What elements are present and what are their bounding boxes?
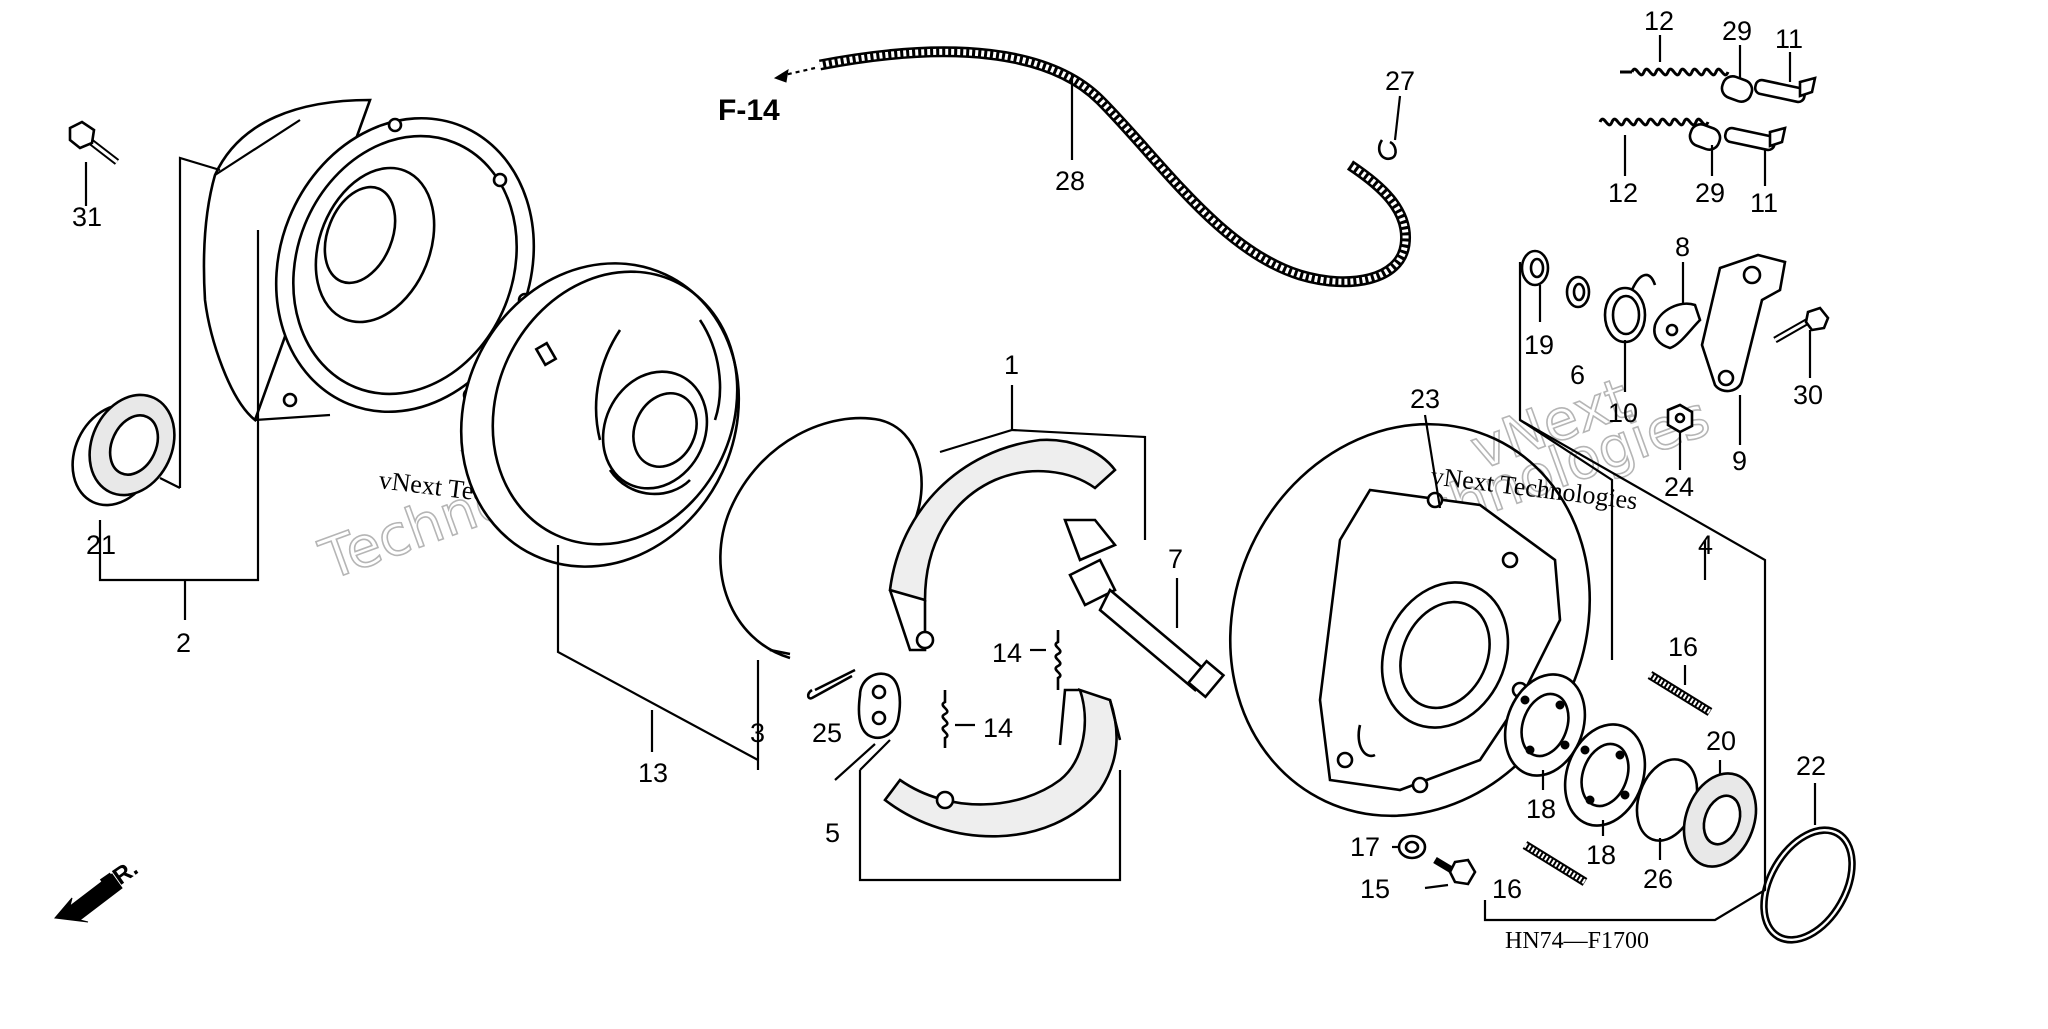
spring-12-upper <box>1620 67 1730 77</box>
label-12-lower: 12 <box>1608 178 1638 208</box>
brake-panel-23 <box>1228 422 1592 818</box>
label-29-lower: 29 <box>1695 178 1725 208</box>
bolt-15 <box>1433 856 1477 886</box>
breather-hose-28 <box>818 46 1412 288</box>
label-6: 6 <box>1570 360 1585 390</box>
brake-drum-13 <box>459 262 741 568</box>
label-5: 5 <box>825 818 840 848</box>
leader-lines <box>84 35 1817 922</box>
label-18-right: 18 <box>1586 840 1616 870</box>
bolt-30 <box>1773 306 1830 344</box>
label-15: 15 <box>1360 874 1390 904</box>
label-17: 17 <box>1350 832 1380 862</box>
label-2: 2 <box>176 628 191 658</box>
o-ring-22 <box>1760 826 1856 944</box>
brake-cam-shaft-7 <box>1068 558 1226 699</box>
label-31: 31 <box>72 202 102 232</box>
label-18-left: 18 <box>1526 794 1556 824</box>
brake-drum-cover-2 <box>202 98 536 423</box>
label-26: 26 <box>1643 864 1673 894</box>
reference-f14: F-14 <box>718 94 780 127</box>
label-16-upper: 16 <box>1668 632 1698 662</box>
spring-14-upper <box>1054 630 1062 690</box>
label-29-upper: 29 <box>1722 16 1752 46</box>
stud-16-upper <box>1647 671 1713 716</box>
label-23: 23 <box>1410 384 1440 414</box>
oil-seal-21 <box>71 393 176 507</box>
stud-16-lower <box>1522 841 1588 886</box>
label-3: 3 <box>750 718 765 748</box>
snap-ring-3 <box>719 416 923 660</box>
label-20: 20 <box>1706 726 1736 756</box>
label-11-lower: 11 <box>1750 188 1778 218</box>
brake-arm-9 <box>1700 253 1787 393</box>
label-30: 30 <box>1793 380 1823 410</box>
oil-seal-20 <box>1682 772 1758 868</box>
label-7: 7 <box>1168 544 1183 574</box>
diagram-code: HN74—F1700 <box>1505 928 1649 954</box>
label-12-upper: 12 <box>1644 6 1674 36</box>
pin-11-lower <box>1723 126 1787 152</box>
label-27: 27 <box>1385 66 1415 96</box>
pin-11-upper <box>1753 76 1817 104</box>
label-14-lower: 14 <box>983 713 1013 743</box>
washer-5 <box>857 672 902 740</box>
label-4: 4 <box>1698 530 1713 560</box>
clip-27 <box>1377 139 1397 161</box>
label-28: 28 <box>1055 166 1085 196</box>
nut-24 <box>1666 403 1694 434</box>
label-24: 24 <box>1664 472 1694 502</box>
seal-19 <box>1520 249 1550 287</box>
brake-shoe-lower-1 <box>883 687 1122 838</box>
label-13: 13 <box>638 758 668 788</box>
label-22: 22 <box>1796 751 1826 781</box>
part-labels: 31 21 2 13 3 25 5 1 14 14 7 28 27 23 12 … <box>72 6 1826 954</box>
collar-29-upper <box>1720 75 1754 103</box>
label-16-lower: 16 <box>1492 874 1522 904</box>
cotter-pin-25 <box>806 668 856 700</box>
indicator-plate-8 <box>1653 302 1702 350</box>
washer-6 <box>1565 275 1591 309</box>
spring-14-lower <box>941 690 949 748</box>
collar-29-lower <box>1688 123 1722 151</box>
label-14-upper: 14 <box>992 638 1022 668</box>
bearing-18-right <box>1563 723 1647 827</box>
spring-12-lower <box>1598 117 1710 127</box>
label-21: 21 <box>86 530 116 560</box>
label-25: 25 <box>812 718 842 748</box>
label-10: 10 <box>1608 398 1638 428</box>
washer-17 <box>1397 834 1427 860</box>
label-11-upper: 11 <box>1775 24 1803 54</box>
brake-shoe-upper-1 <box>888 438 1118 652</box>
label-1: 1 <box>1004 350 1019 380</box>
return-spring-10 <box>1603 273 1657 344</box>
label-9: 9 <box>1732 446 1747 476</box>
label-19: 19 <box>1524 330 1554 360</box>
front-direction-arrow-icon <box>54 873 123 923</box>
bolt-31 <box>68 120 120 165</box>
label-8: 8 <box>1675 232 1690 262</box>
bearing-18-left <box>1503 673 1587 777</box>
